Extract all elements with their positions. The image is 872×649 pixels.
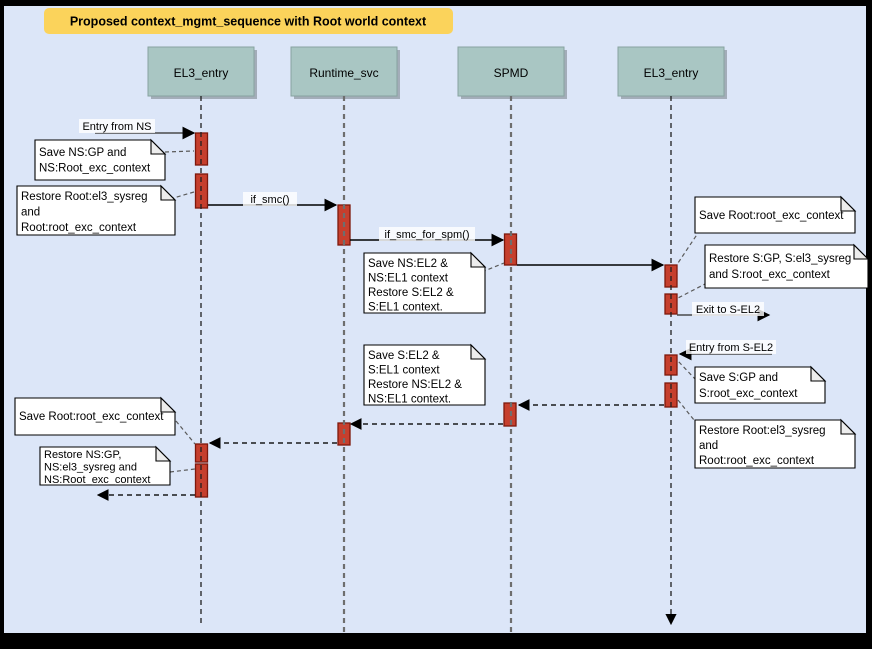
note-connectors	[164, 150, 708, 473]
note-fold-corner	[840, 418, 857, 435]
note-restore-s-gp: Restore S:GP, S:el3_sysreg and S:root_ex…	[704, 243, 870, 289]
lifeline-heads: EL3_entry Runtime_svc SPMD EL3_entry	[147, 46, 727, 99]
note-fold-corner	[155, 445, 172, 462]
note-text: Save S:GP and	[699, 372, 778, 384]
note-connector	[677, 282, 708, 299]
note-text: and	[699, 440, 718, 452]
lifelines	[200, 96, 677, 633]
lifeline-head-label: SPMD	[494, 66, 529, 80]
note-connector	[481, 262, 505, 273]
note-text: and	[21, 207, 40, 219]
note-save-root-exc-right: Save Root:root_exc_context	[694, 195, 857, 234]
note-text: Save NS:EL2 &	[368, 258, 448, 270]
message-label: Entry from NS	[82, 121, 151, 133]
note-restore-root-left: Restore Root:el3_sysreg and Root:root_ex…	[16, 184, 177, 236]
note-text: Restore Root:el3_sysreg	[699, 425, 826, 437]
note-text: NS:EL1 context.	[368, 394, 451, 406]
lifeline-head-label: Runtime_svc	[309, 66, 378, 80]
note-fold-corner	[853, 243, 870, 260]
message-label: Exit to S-EL2	[696, 304, 760, 316]
note-save-root-exc-left: Save Root:root_exc_context	[14, 396, 177, 436]
note-restore-root-right: Restore Root:el3_sysreg and Root:root_ex…	[694, 418, 857, 469]
message-label-bg	[243, 192, 297, 206]
note-connector	[677, 399, 699, 426]
note-text: Restore S:GP, S:el3_sysreg	[709, 253, 851, 265]
note-text: and S:root_exc_context	[709, 269, 831, 281]
note-text: Restore Root:el3_sysreg	[21, 191, 148, 203]
note-shape	[704, 244, 869, 289]
lifeline-head-label: EL3_entry	[644, 66, 699, 80]
message-label: if_smc_for_spm()	[385, 229, 470, 241]
activation-bars	[194, 132, 678, 498]
note-shape	[694, 196, 856, 234]
note-fold-corner	[150, 138, 167, 155]
messages: Entry from NS if_smc() if_smc_for_spm() …	[79, 119, 776, 501]
diagram-background	[4, 6, 866, 633]
title-banner: Proposed context_mgmt_sequence with Root…	[44, 8, 453, 34]
note-fold-corner	[160, 184, 177, 201]
note-restore-ns-gp: Restore NS:GP, NS:el3_sysreg and NS:Root…	[39, 445, 172, 486]
note-text: Restore S:EL2 &	[368, 287, 454, 299]
message-label-bg	[692, 302, 764, 316]
note-text: Root:root_exc_context	[699, 455, 815, 467]
note-save-s-gp: Save S:GP and S:root_exc_context	[694, 365, 827, 404]
note-text: Restore NS:GP,	[44, 449, 121, 461]
note-text: NS:Root_exc_context	[44, 474, 150, 486]
note-save-ns-gp: Save NS:GP and NS:Root_exc_context	[34, 138, 167, 181]
message-label: Entry from S-EL2	[689, 342, 773, 354]
note-shape	[363, 344, 486, 406]
note-text: Save S:EL2 &	[368, 350, 440, 362]
note-connector	[677, 360, 697, 381]
note-shape	[16, 185, 176, 236]
note-text: NS:Root_exc_context	[39, 163, 151, 175]
note-text: Save Root:root_exc_context	[699, 210, 844, 222]
title-banner-box	[44, 8, 453, 34]
activation-bar	[194, 443, 209, 463]
message-label-bg	[79, 119, 155, 133]
note-shape	[34, 139, 166, 181]
note-connector	[175, 420, 196, 445]
note-fold-corner	[840, 195, 857, 212]
note-text: S:root_exc_context	[699, 388, 798, 400]
lifeline-head-runtime-svc	[290, 46, 398, 97]
note-save-s-el2: Save S:EL2 & S:EL1 context Restore NS:EL…	[363, 343, 487, 406]
note-shape	[694, 419, 856, 469]
note-connector	[164, 150, 195, 153]
note-shape	[694, 366, 826, 404]
lifeline-head-label: EL3_entry	[174, 66, 229, 80]
lifeline-head-el3-entry-1	[147, 46, 255, 97]
note-text: S:EL1 context.	[368, 302, 443, 314]
message-label-bg	[379, 227, 475, 241]
note-fold-corner	[160, 396, 177, 413]
message-label-bg	[686, 340, 776, 354]
note-save-ns-el2: Save NS:EL2 & NS:EL1 context Restore S:E…	[363, 251, 487, 314]
lifeline-head-spmd	[457, 46, 565, 97]
note-text: Restore NS:EL2 &	[368, 379, 462, 391]
note-text: Root:root_exc_context	[21, 222, 137, 234]
note-text: Save Root:root_exc_context	[19, 411, 164, 423]
note-shape	[363, 252, 486, 314]
note-fold-corner	[470, 343, 487, 360]
diagram-title: Proposed context_mgmt_sequence with Root…	[70, 15, 427, 29]
note-text: S:EL1 context	[368, 365, 440, 377]
note-text: NS:el3_sysreg and	[44, 462, 137, 474]
note-text: NS:EL1 context	[368, 273, 449, 285]
note-text: Save NS:GP and	[39, 147, 126, 159]
note-fold-corner	[470, 251, 487, 268]
notes: Save NS:GP and NS:Root_exc_context Resto…	[14, 138, 870, 486]
note-shape	[39, 446, 171, 486]
message-label: if_smc()	[250, 194, 289, 206]
note-shape	[14, 397, 176, 436]
note-fold-corner	[810, 365, 827, 382]
